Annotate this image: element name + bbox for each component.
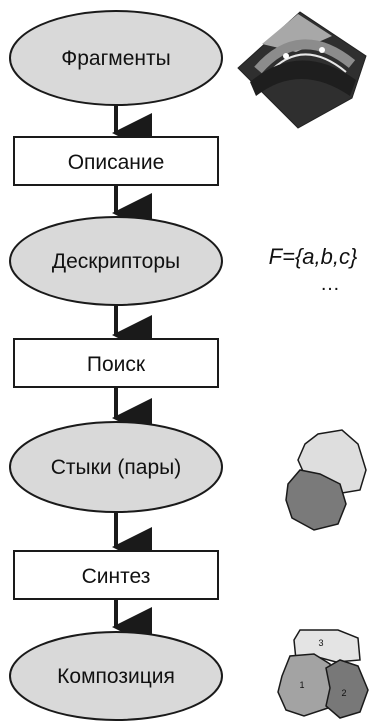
shard-dot-2 (319, 47, 325, 53)
shard-dot-1 (283, 53, 289, 59)
node-synthesis-label: Синтез (82, 565, 151, 588)
composition-piece-2 (325, 659, 369, 719)
piece-label-2: 2 (341, 688, 346, 698)
pair-piece-dark (285, 469, 347, 531)
node-joints: Стыки (пары) (9, 421, 223, 513)
node-search-label: Поиск (87, 353, 146, 376)
composition-piece-1 (277, 653, 335, 717)
joint-pair-image (285, 429, 367, 531)
node-description-label: Описание (68, 151, 165, 174)
node-composition: Композиция (9, 631, 223, 721)
descriptor-formula: F={a,b,c} (269, 244, 358, 269)
shard-dark-band (250, 60, 356, 96)
node-descriptors-label: Дескрипторы (52, 250, 180, 273)
composition-image: 3 1 2 (277, 629, 369, 719)
node-descriptors: Дескрипторы (9, 216, 223, 306)
node-fragments-label: Фрагменты (61, 47, 170, 70)
node-composition-shape (9, 631, 223, 721)
node-synthesis-shape (13, 550, 219, 600)
node-fragments: Фрагменты (9, 10, 223, 106)
node-description: Описание (13, 136, 219, 186)
fragment-shard-image (237, 11, 367, 129)
node-description-shape (13, 136, 219, 186)
node-synthesis: Синтез (13, 550, 219, 600)
node-joints-label: Стыки (пары) (51, 456, 181, 479)
shard-arc-outer (254, 39, 356, 74)
piece-label-3: 3 (318, 638, 323, 648)
node-composition-label: Композиция (57, 665, 175, 688)
descriptor-ellipsis: … (320, 273, 340, 295)
piece-label-1: 1 (299, 680, 304, 690)
node-search: Поиск (13, 338, 219, 388)
